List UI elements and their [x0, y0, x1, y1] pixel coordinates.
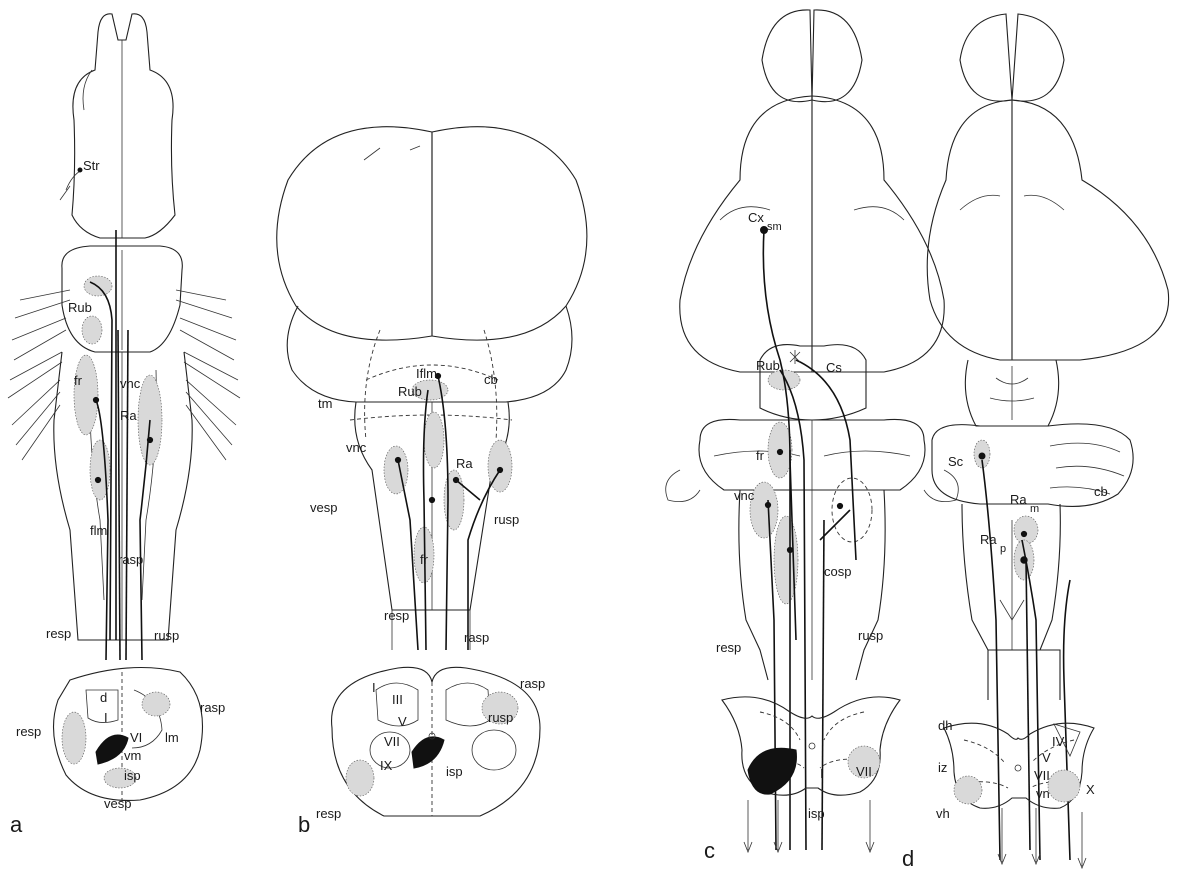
- panel-d-letter: d: [902, 846, 914, 871]
- label-ra: Ra: [120, 408, 137, 423]
- label-resp-top: resp: [384, 608, 409, 623]
- label-isp: isp: [808, 806, 825, 821]
- label-x: X: [1086, 782, 1095, 797]
- panel-b-letter: b: [298, 812, 310, 837]
- label-resp-cord: resp: [316, 806, 341, 821]
- label-fr: fr: [74, 373, 83, 388]
- label-lm: lm: [165, 730, 179, 745]
- label-iflm: Iflm: [416, 366, 437, 381]
- label-rasp-top: rasp: [118, 552, 143, 567]
- label-resp: resp: [716, 640, 741, 655]
- label-sc: Sc: [948, 454, 964, 469]
- label-rub: Rub: [68, 300, 92, 315]
- label-dh: dh: [938, 718, 952, 733]
- label-rusp-cord: rusp: [488, 710, 513, 725]
- label-isp: isp: [446, 764, 463, 779]
- label-fr: fr: [756, 448, 765, 463]
- label-d: d: [100, 690, 107, 705]
- panel-a: Str Rub fr vnc Ra flm rasp resp rusp res…: [8, 14, 240, 837]
- label-vnc: vnc: [734, 488, 755, 503]
- panel-b: tm cb Iflm Rub vnc Ra vesp rusp fr resp …: [277, 127, 587, 837]
- panel-b-spinal-cross-section: [332, 667, 540, 816]
- label-rasp-cord: rasp: [200, 700, 225, 715]
- label-rasp-cord: rasp: [520, 676, 545, 691]
- label-vnc: vnc: [346, 440, 367, 455]
- label-isp: isp: [124, 768, 141, 783]
- label-vii: VII: [384, 734, 400, 749]
- panel-d: Sc cb Ra m Ra p dh iz vh IV V VII vn X d: [902, 14, 1169, 871]
- panel-d-spinal-cross-section: [944, 723, 1094, 808]
- label-cx-sub: sm: [767, 221, 782, 233]
- label-vm: vm: [124, 748, 141, 763]
- label-v: V: [398, 714, 407, 729]
- label-vn: vn: [1036, 786, 1050, 801]
- panel-d-nuclei: [974, 440, 1038, 580]
- label-tm: tm: [318, 396, 332, 411]
- panel-c-brain-outline: [666, 10, 959, 680]
- label-flm: flm: [90, 523, 107, 538]
- label-iv: IV: [1052, 734, 1065, 749]
- label-v: V: [1042, 750, 1051, 765]
- panel-d-arrows: [998, 808, 1086, 868]
- panel-c-spinal-cross-section: [722, 697, 900, 795]
- label-rusp: rusp: [858, 628, 883, 643]
- label-ix: IX: [380, 758, 393, 773]
- label-vii: VII: [1034, 768, 1050, 783]
- label-str: Str: [83, 158, 100, 173]
- label-rub: Rub: [756, 358, 780, 373]
- label-iii: III: [392, 692, 403, 707]
- label-ra-m-sub: m: [1030, 503, 1039, 515]
- label-cosp: cosp: [824, 564, 851, 579]
- label-rusp: rusp: [494, 512, 519, 527]
- panel-a-brain-outline: [8, 14, 240, 640]
- label-rasp-top: rasp: [464, 630, 489, 645]
- label-vnc: vnc: [120, 376, 141, 391]
- label-cs: Cs: [826, 360, 842, 375]
- label-cb: cb: [1094, 484, 1108, 499]
- panel-c: Cx sm Rub Cs fr vnc cosp resp rusp VII I…: [666, 10, 959, 863]
- label-resp-top: resp: [46, 626, 71, 641]
- label-cx: Cx: [748, 210, 764, 225]
- label-vh: vh: [936, 806, 950, 821]
- label-rusp-top: rusp: [154, 628, 179, 643]
- panel-d-labels: Sc cb Ra m Ra p dh iz vh IV V VII vn X d: [902, 454, 1108, 871]
- panel-d-brain-outline: [927, 14, 1168, 700]
- panel-c-letter: c: [704, 838, 715, 863]
- label-fr: fr: [420, 552, 429, 567]
- label-ra-p-sub: p: [1000, 543, 1006, 555]
- label-rub: Rub: [398, 384, 422, 399]
- label-vesp: vesp: [310, 500, 337, 515]
- label-vi: VI: [130, 730, 142, 745]
- label-cb: cb: [484, 372, 498, 387]
- panel-c-nuclei: [750, 370, 872, 604]
- label-roman-i: I: [104, 710, 108, 725]
- label-ra: Ra: [456, 456, 473, 471]
- label-roman-i: I: [372, 680, 376, 695]
- label-vii: VII: [856, 764, 872, 779]
- label-resp-cord: resp: [16, 724, 41, 739]
- label-ra-p: Ra: [980, 532, 997, 547]
- label-vesp: vesp: [104, 796, 131, 811]
- panel-a-letter: a: [10, 812, 23, 837]
- label-iz: iz: [938, 760, 947, 775]
- label-ra-m: Ra: [1010, 492, 1027, 507]
- label-roman-i: I: [820, 766, 824, 781]
